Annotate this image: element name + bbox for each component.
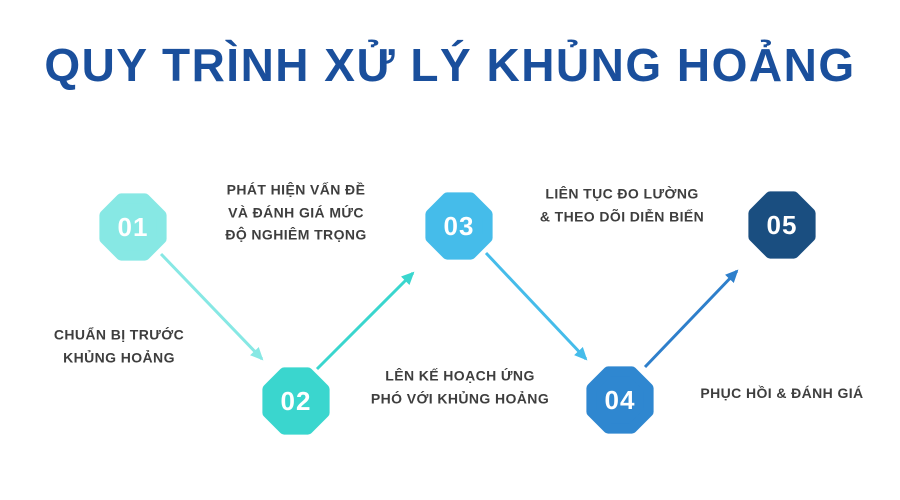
arrow-step4-to-step5 bbox=[643, 269, 739, 369]
step-number: 04 bbox=[604, 384, 636, 415]
step-label-3: LÊN KẾ HOẠCH ỨNG PHÓ VỚI KHỦNG HOẢNG bbox=[370, 367, 550, 407]
step-label-2: PHÁT HIỆN VẤN ĐỀ VÀ ĐÁNH GIÁ MỨC ĐỘ NGHI… bbox=[225, 181, 367, 243]
step-number: 03 bbox=[443, 210, 475, 241]
rounded-octagon-icon bbox=[425, 192, 493, 260]
step-label-1: CHUẨN BỊ TRƯỚC KHỦNG HOẢNG bbox=[53, 326, 185, 366]
arrow-step1-to-step2 bbox=[159, 252, 264, 361]
step-label-4: LIÊN TỤC ĐO LƯỜNG & THEO DÕI DIỄN BIẾN bbox=[539, 185, 705, 225]
step-number: 05 bbox=[766, 209, 798, 240]
step-node-04: 04 bbox=[584, 364, 656, 436]
step-node-02: 02 bbox=[260, 365, 332, 437]
arrow-step2-to-step3 bbox=[315, 271, 415, 371]
step-node-03: 03 bbox=[423, 190, 495, 262]
step-label-5: PHỤC HỒI & ĐÁNH GIÁ bbox=[700, 384, 864, 401]
rounded-octagon-icon bbox=[748, 191, 816, 259]
step-number: 01 bbox=[117, 211, 149, 242]
rounded-octagon-icon bbox=[262, 367, 330, 435]
step-node-05: 05 bbox=[746, 189, 818, 261]
step-node-01: 01 bbox=[97, 191, 169, 263]
rounded-octagon-icon bbox=[586, 366, 654, 434]
rounded-octagon-icon bbox=[99, 193, 167, 261]
step-number: 02 bbox=[280, 385, 312, 416]
page-title: QUY TRÌNH XỬ LÝ KHỦNG HOẢNG bbox=[44, 39, 856, 91]
arrow-step3-to-step4 bbox=[484, 251, 588, 361]
